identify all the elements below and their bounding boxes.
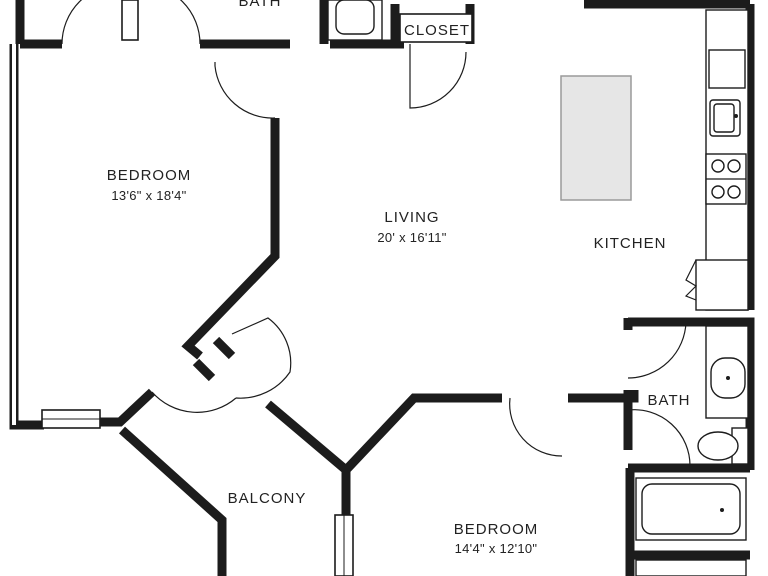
room-labels: BATH CLOSET BEDROOM 13'6" x 18'4" LIVING… [107, 0, 691, 556]
bath-right-fixtures [635, 325, 749, 576]
closet [399, 13, 473, 43]
bath-right-label: BATH [648, 392, 691, 409]
bedroom-bottom-dims: 14'4" x 12'10" [455, 541, 538, 556]
bedroom-bottom-label: BEDROOM [454, 521, 539, 538]
bedroom-left-label: BEDROOM [107, 167, 192, 184]
kitchen-island [560, 75, 632, 201]
bath-top-label: BATH [239, 0, 282, 10]
bathtub-top [319, 0, 383, 44]
door-swings [61, 0, 691, 467]
kitchen-label: KITCHEN [594, 235, 667, 252]
living-dims: 20' x 16'11" [377, 230, 446, 245]
balcony-label: BALCONY [228, 490, 307, 507]
living-label: LIVING [384, 209, 439, 226]
windows [41, 0, 354, 576]
closet-label: CLOSET [404, 22, 470, 39]
bedroom-left-dims: 13'6" x 18'4" [111, 188, 186, 203]
kitchen-counter [684, 9, 749, 311]
